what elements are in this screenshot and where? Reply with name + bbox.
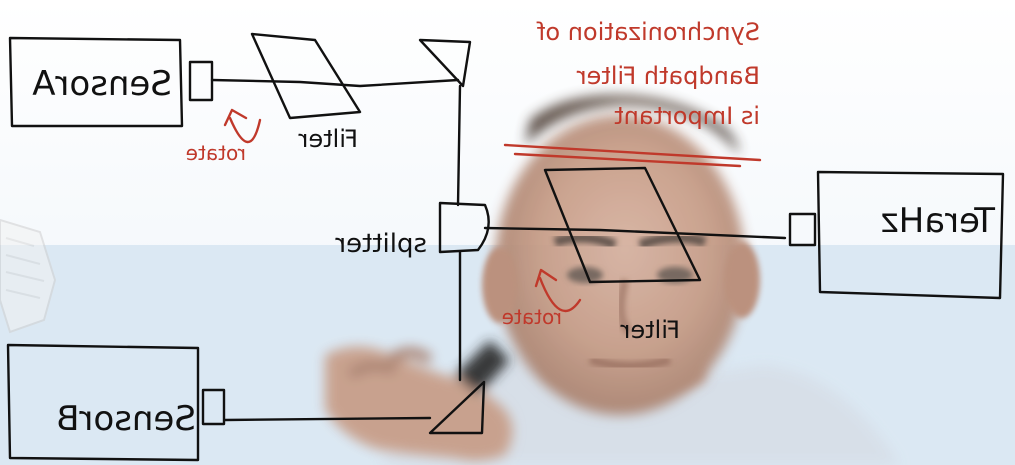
sensor-a-port [188,60,214,102]
side-basket [0,218,57,334]
rotate-label-bottom: rotate [502,305,562,329]
filter-label-bottom: Filter [620,316,680,344]
sensor-b-box [6,343,200,462]
sensor-b-port [201,388,226,426]
sensor-b-label: SensorB [56,399,196,439]
whiteboard-drawing [6,32,1005,462]
terahz-port [788,212,817,247]
mirrored-labels: SensorA SensorB TeraHz splitter Filter F… [32,18,996,439]
sensor-a-label: SensorA [32,64,172,104]
sensor-a-box [8,36,184,128]
mirror-bottom [428,380,486,435]
note-line2: Bandpath Filter [577,62,760,90]
mirror-top [418,38,472,88]
filter-top [250,32,362,120]
splitter-block [438,201,490,254]
annotations [223,108,762,313]
filter-bottom [543,166,702,284]
terahz-box [816,170,1005,300]
note-line3: is Important [614,102,760,130]
terahz-label: TeraHz [881,201,996,241]
note-underline [503,143,762,168]
blurred-face [495,115,745,415]
note-line1: Synchronization of [536,18,760,46]
filter-label-top: Filter [298,125,358,153]
splitter-label: splitter [335,229,427,259]
rotate-label-top: rotate [186,141,246,165]
rotate-arrow-top [223,108,262,144]
rotate-arrow-bottom [534,268,582,313]
